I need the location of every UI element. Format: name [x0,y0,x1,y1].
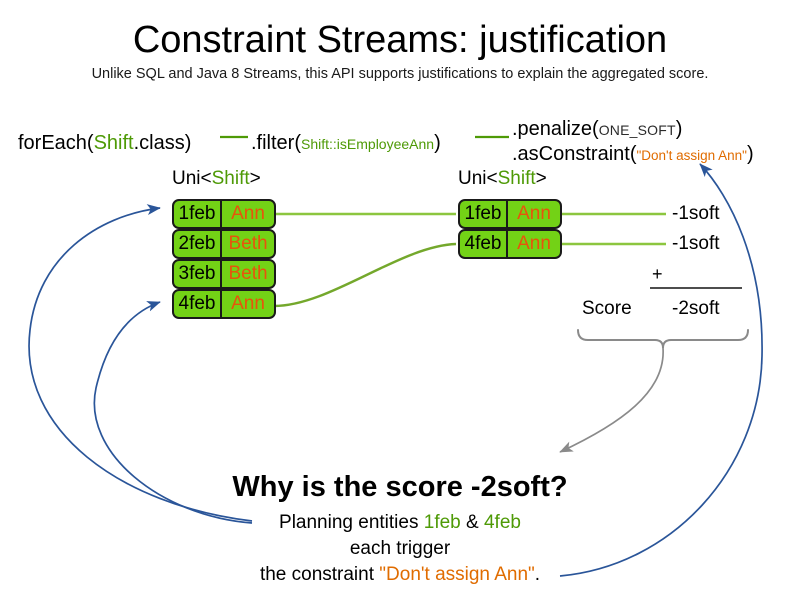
fact-card-employee: Ann [231,203,265,224]
code-asconstraint-call: .asConstraint( [512,143,637,165]
fact-card[interactable]: 4feb Ann [172,289,276,319]
code-penalize-call: .penalize( [512,118,599,140]
code-foreach: forEach(Shift.class) [18,131,191,155]
explanation-line-3-suffix: . [534,564,541,585]
stream-label-left: Uni<Shift> [172,168,261,190]
page-title: Constraint Streams: justification [132,19,668,61]
code-asconstraint-tail: ) [746,143,754,165]
page-subtitle: Unlike SQL and Java 8 Streams, this API … [91,66,709,82]
fact-card[interactable]: 3feb Beth [172,259,276,289]
filtered-fact-card[interactable]: 1feb Ann [458,199,562,229]
code-foreach-tail: .class) [133,132,192,154]
fact-card-date: 1feb [460,201,508,227]
explanation-line-2: each trigger [349,538,451,559]
stream-label-right-type: Shift [497,168,536,189]
stream-label-left-prefix: Uni< [172,168,212,189]
code-asconstraint-arg: "Don't assign Ann" [636,148,747,163]
score-total: -2soft [672,298,720,319]
explanation-entity-second: 4feb [483,512,521,533]
stream-label-right-suffix: > [535,168,547,189]
penalty-label: -1soft [672,203,720,224]
fact-card-employee: Beth [228,263,268,284]
score-label: Score [582,298,632,319]
fact-card[interactable]: 2feb Beth [172,229,276,259]
stream-label-left-suffix: > [249,168,261,189]
explanation-line-3: the constraint "Don't assign Ann". [0,564,800,586]
explanation-line-3-prefix: the constraint [259,564,380,585]
fact-card-employee: Ann [517,203,551,224]
penalty-label: -1soft [672,233,720,254]
explanation-entity-first: 1feb [423,512,461,533]
fact-card-employee: Beth [228,233,268,254]
fact-card-date: 1feb [174,201,222,227]
code-foreach-type: Shift [93,132,134,154]
fact-card-date: 4feb [174,291,222,317]
stream-label-right: Uni<Shift> [458,168,547,190]
fact-card-date: 3feb [174,261,222,287]
code-penalize-arg: ONE_SOFT [598,122,676,138]
explanation-line-1: Planning entities 1feb & 4feb [0,512,800,534]
filtered-fact-card[interactable]: 4feb Ann [458,229,562,259]
fact-card-employee: Ann [231,293,265,314]
code-filter-tail: ) [434,132,441,154]
code-penalize: .penalize(ONE_SOFT) [512,117,682,142]
code-filter: .filter(Shift::isEmployeeAnn) [251,131,441,156]
fact-card-date: 2feb [174,231,222,257]
explanation-line-1-prefix: Planning entities [279,512,424,533]
explanation-heading: Why is the score -2soft? [232,471,568,503]
score-operator: + [652,264,663,284]
code-filter-ref: Shift::isEmployeeAnn [301,136,435,152]
code-foreach-call: forEach( [18,132,94,154]
explanation-line-1-amp: & [460,512,484,533]
fact-card-date: 4feb [460,231,508,257]
stream-label-left-type: Shift [211,168,250,189]
stream-label-right-prefix: Uni< [458,168,498,189]
code-asconstraint: .asConstraint("Don't assign Ann") [512,142,754,168]
fact-card-employee: Ann [517,233,551,254]
code-penalize-tail: ) [675,118,683,140]
fact-card[interactable]: 1feb Ann [172,199,276,229]
explanation-constraint-name: "Don't assign Ann" [379,564,535,585]
code-filter-call: .filter( [251,132,301,154]
